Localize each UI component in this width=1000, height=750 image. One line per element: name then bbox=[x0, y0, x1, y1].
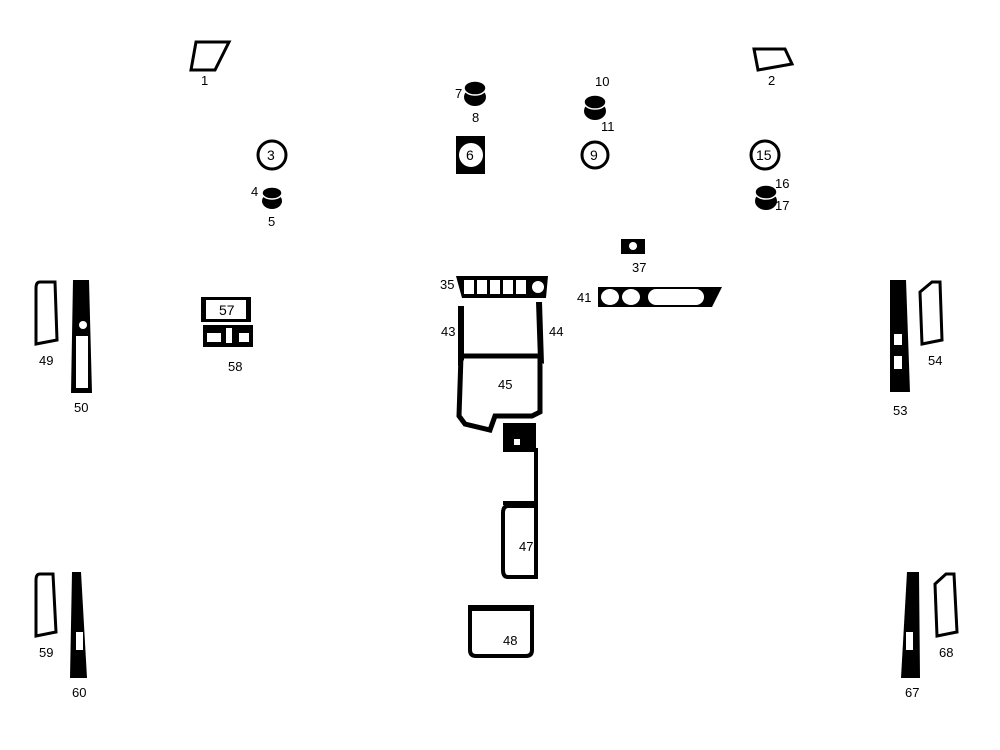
part-43: 43 bbox=[441, 306, 464, 366]
part-8-label: 8 bbox=[472, 110, 479, 125]
part-60: 60 bbox=[70, 572, 87, 700]
part-49-label: 49 bbox=[39, 353, 53, 368]
part-45: 45 bbox=[456, 353, 543, 433]
part-59: 59 bbox=[34, 572, 58, 660]
part-35: 35 bbox=[440, 276, 548, 298]
part-49: 49 bbox=[34, 280, 59, 368]
part-16-17: 16 17 bbox=[754, 176, 789, 213]
part-37-label: 37 bbox=[632, 260, 646, 275]
part-57: 57 bbox=[201, 297, 251, 322]
part-46-block bbox=[503, 423, 536, 449]
part-47: 47 bbox=[501, 448, 538, 579]
part-53-label: 53 bbox=[893, 403, 907, 418]
part-60-label: 60 bbox=[72, 685, 86, 700]
part-59-label: 59 bbox=[39, 645, 53, 660]
part-50: 50 bbox=[71, 280, 92, 415]
part-15: 15 bbox=[749, 139, 781, 171]
part-57-label: 57 bbox=[219, 302, 235, 318]
part-58-label: 58 bbox=[228, 359, 242, 374]
part-6-label: 6 bbox=[466, 147, 474, 163]
part-58: 58 bbox=[203, 325, 253, 374]
part-3-label: 3 bbox=[267, 147, 275, 163]
part-44-label: 44 bbox=[549, 324, 563, 339]
part-48: 48 bbox=[468, 605, 534, 658]
part-45-label: 45 bbox=[498, 377, 512, 392]
part-48-label: 48 bbox=[503, 633, 517, 648]
part-68: 68 bbox=[933, 572, 959, 660]
part-5-label: 5 bbox=[268, 214, 275, 229]
part-43-label: 43 bbox=[441, 324, 455, 339]
part-50-label: 50 bbox=[74, 400, 88, 415]
part-54-label: 54 bbox=[928, 353, 942, 368]
part-35-label: 35 bbox=[440, 277, 454, 292]
part-4-5: 4 5 bbox=[251, 184, 283, 229]
part-47-label: 47 bbox=[519, 539, 533, 554]
part-15-label: 15 bbox=[756, 147, 772, 163]
part-2-label: 2 bbox=[768, 73, 775, 88]
part-10-label: 10 bbox=[595, 74, 609, 89]
part-11-label: 11 bbox=[601, 119, 615, 134]
part-17-label: 17 bbox=[775, 198, 789, 213]
part-10-11: 10 11 bbox=[583, 74, 615, 134]
part-9: 9 bbox=[580, 140, 610, 170]
part-68-label: 68 bbox=[939, 645, 953, 660]
part-67: 67 bbox=[901, 572, 920, 700]
part-67-label: 67 bbox=[905, 685, 919, 700]
part-6: 6 bbox=[456, 136, 485, 174]
part-4-label: 4 bbox=[251, 184, 258, 199]
part-44: 44 bbox=[536, 302, 563, 364]
part-1-label: 1 bbox=[201, 73, 208, 88]
part-2: 2 bbox=[752, 47, 795, 88]
part-53: 53 bbox=[890, 280, 910, 418]
part-54: 54 bbox=[918, 280, 944, 368]
part-3: 3 bbox=[256, 139, 288, 171]
part-7-8: 7 8 bbox=[455, 80, 487, 125]
part-41-label: 41 bbox=[577, 290, 591, 305]
part-9-label: 9 bbox=[590, 147, 598, 163]
part-1: 1 bbox=[189, 40, 232, 88]
part-37: 37 bbox=[621, 239, 646, 275]
part-16-label: 16 bbox=[775, 176, 789, 191]
part-7-label: 7 bbox=[455, 86, 462, 101]
part-41: 41 bbox=[577, 287, 722, 307]
